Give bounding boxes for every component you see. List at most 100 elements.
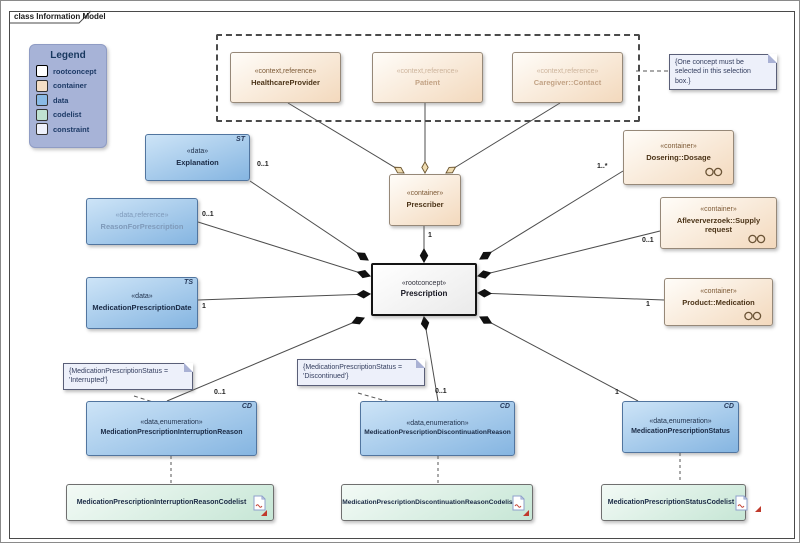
stereotype-label: «data»: [186, 147, 209, 155]
node-medicationprescriptiondate[interactable]: TS «data» MedicationPrescriptionDate: [86, 277, 198, 329]
legend-item-constraint: constraint: [36, 123, 100, 135]
edge-interruptionreason-prescription: [166, 318, 364, 402]
multiplicity-label: 1: [646, 301, 650, 308]
node-name: MedicationPrescriptionStatusCodelist: [607, 498, 735, 506]
node-discontinuationreason-codelist[interactable]: MedicationPrescriptionDiscontinuationRea…: [341, 484, 533, 521]
multiplicity-label: 0..1: [202, 211, 214, 218]
datatype-tag: TS: [184, 279, 193, 286]
diagram-frame: [9, 11, 795, 539]
legend-item-rootconcept: rootconcept: [36, 65, 100, 77]
node-prescriber[interactable]: «container» Prescriber: [389, 174, 461, 226]
edge-medication-prescription: [478, 293, 665, 301]
edge-status-prescription: [480, 317, 639, 402]
stereotype-label: «container»: [700, 288, 737, 296]
datatype-tag: CD: [241, 403, 252, 410]
node-medicationprescriptiondiscontinuationreason[interactable]: CD «data,enumeration» MedicationPrescrip…: [360, 401, 515, 456]
edge-discontinuationreason-prescription: [424, 317, 439, 402]
note-text: {One concept must be selected in this se…: [675, 59, 751, 85]
edge-caregiver-prescriber: [446, 102, 561, 173]
edge-medicationprescriptiondate-prescription: [197, 294, 370, 301]
legend-item-data: data: [36, 94, 100, 106]
document-icon: [253, 495, 266, 511]
stereotype-label: «context,reference»: [254, 67, 317, 75]
datatype-tag: CD: [499, 403, 510, 410]
stereotype-label: «data,reference»: [115, 211, 169, 219]
stereotype-label: «context,reference»: [536, 67, 599, 75]
stereotype-label: «container»: [406, 190, 444, 198]
data-swatch: [36, 94, 48, 106]
multiplicity-label: 1: [615, 389, 619, 396]
legend-label: container: [53, 81, 87, 90]
node-name: MedicationPrescriptionDate: [92, 303, 192, 313]
stereotype-label: «container»: [700, 205, 737, 213]
stereotype-label: «context,reference»: [396, 67, 459, 75]
note-text: {MedicationPrescriptionStatus = 'Interru…: [69, 368, 169, 385]
alert-triangle-icon: [523, 510, 529, 516]
edge-explanation-prescription: [249, 180, 368, 260]
multiplicity-label: 1..*: [597, 163, 608, 170]
node-medicationprescriptionstatus[interactable]: CD «data,enumeration» MedicationPrescrip…: [622, 401, 739, 453]
legend-item-codelist: codelist: [36, 108, 100, 121]
node-name: Product::Medication: [682, 298, 755, 308]
note-discontinued-constraint[interactable]: {MedicationPrescriptionStatus = 'Discont…: [297, 359, 425, 386]
edge-dosage-prescription: [480, 170, 624, 259]
frame-tab-outline: [9, 10, 92, 24]
container-swatch: [36, 79, 48, 92]
stereotype-label: «data,enumeration»: [649, 417, 712, 425]
stereotype-label: «container»: [660, 142, 697, 150]
node-caregiver-contact[interactable]: «context,reference» Caregiver::Contact: [512, 52, 623, 103]
node-name: MedicationPrescriptionDiscontinuationRea…: [364, 429, 511, 437]
multiplicity-label: 0..1: [435, 388, 447, 395]
node-name: MedicationPrescriptionInterruptionReason…: [76, 498, 247, 506]
node-prescription[interactable]: «rootconcept» Prescription: [371, 263, 477, 316]
alert-triangle-icon: [755, 506, 761, 512]
alert-triangle-icon: [261, 510, 267, 516]
node-status-codelist[interactable]: MedicationPrescriptionStatusCodelist: [601, 484, 761, 521]
node-name: Dosering::Dosage: [646, 152, 711, 162]
node-interruptionreason-codelist[interactable]: MedicationPrescriptionInterruptionReason…: [66, 484, 274, 521]
multiplicity-label: 1: [428, 232, 432, 239]
node-patient[interactable]: «context,reference» Patient: [372, 52, 483, 103]
multiplicity-label: 1: [202, 303, 206, 310]
selection-group-boundary: [216, 34, 640, 122]
document-icon: [735, 495, 748, 511]
note-selection-constraint[interactable]: {One concept must be selected in this se…: [669, 54, 777, 91]
rootconcept-swatch: [36, 65, 48, 77]
stereotype-label: «data,enumeration»: [406, 419, 469, 427]
node-name: Explanation: [176, 157, 219, 167]
legend-item-container: container: [36, 79, 100, 92]
node-name: Prescription: [400, 289, 448, 299]
document-icon: [512, 495, 525, 511]
edge-reasonforprescription-prescription: [197, 221, 370, 276]
node-explanation[interactable]: ST «data» Explanation: [145, 134, 250, 181]
stereotype-label: «data,enumeration»: [140, 419, 203, 427]
node-name: Patient: [414, 77, 440, 87]
stereotype-label: «rootconcept»: [401, 279, 447, 287]
stereotype-label: «data»: [131, 293, 153, 301]
datatype-tag: CD: [723, 403, 734, 410]
datatype-tag: ST: [236, 136, 245, 143]
composite-elements-icon: [743, 311, 763, 321]
legend-label: rootconcept: [53, 66, 97, 76]
node-name: HealthcareProvider: [251, 77, 320, 87]
legend-label: data: [53, 95, 69, 105]
node-name: ReasonForPrescription: [100, 221, 184, 231]
node-name: MedicationPrescriptionInterruptionReason: [100, 429, 243, 436]
note-text: {MedicationPrescriptionStatus = 'Discont…: [303, 364, 403, 381]
edge-supplyrequest-prescription: [478, 230, 661, 276]
multiplicity-label: 0..1: [642, 237, 654, 244]
node-medication[interactable]: «container» Product::Medication: [664, 278, 773, 326]
node-healthcareprovider[interactable]: «context,reference» HealthcareProvider: [230, 52, 341, 103]
edge-healthcareprovider-prescriber: [287, 102, 404, 173]
node-supply-request[interactable]: «container» Afleververzoek::Supply reque…: [660, 197, 777, 249]
codelist-swatch: [36, 108, 48, 121]
node-name: Prescriber: [406, 200, 444, 210]
multiplicity-label: 0..1: [214, 389, 226, 396]
node-dosage[interactable]: «container» Dosering::Dosage: [623, 130, 734, 185]
node-reasonforprescription[interactable]: «data,reference» ReasonForPrescription: [86, 198, 198, 245]
node-name: MedicationPrescriptionDiscontinuationRea…: [342, 498, 515, 506]
note-interrupted-constraint[interactable]: {MedicationPrescriptionStatus = 'Interru…: [63, 363, 193, 390]
node-medicationprescriptioninterruptionreason[interactable]: CD «data,enumeration» MedicationPrescrip…: [86, 401, 257, 456]
